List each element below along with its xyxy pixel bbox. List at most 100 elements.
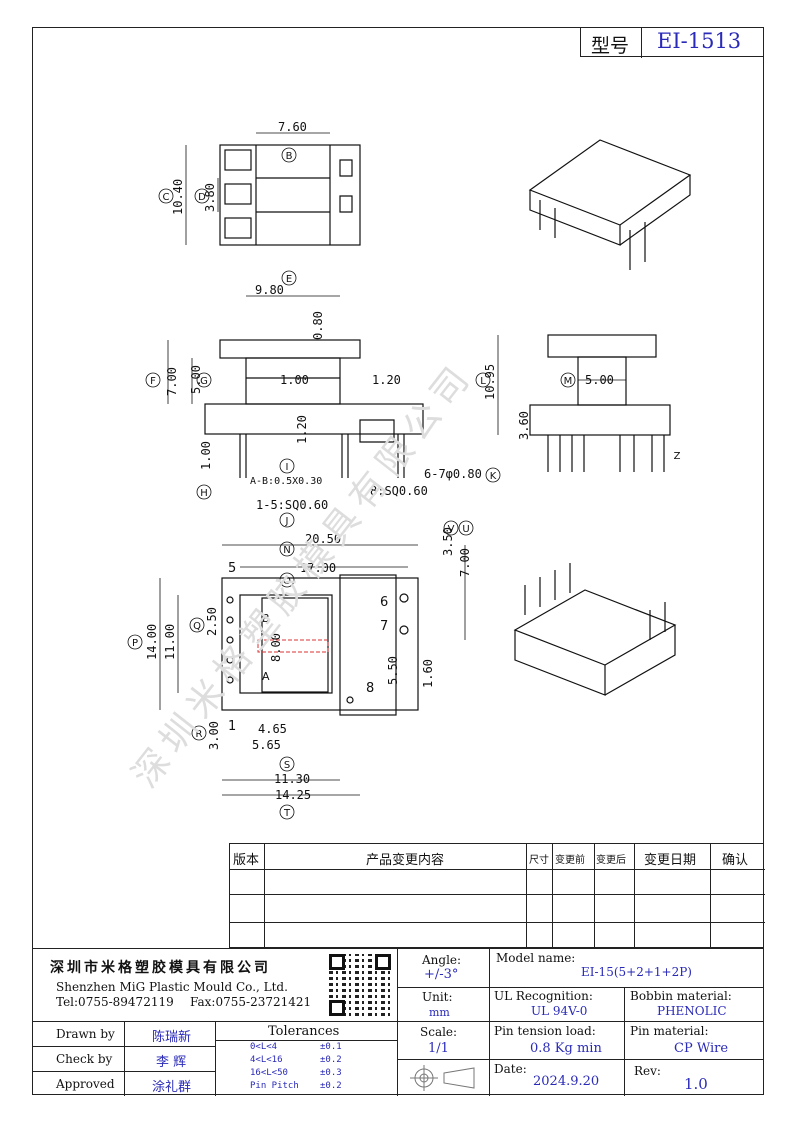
model-header-value: EI-1513 [657, 29, 742, 53]
pin-number-5: 5 [228, 561, 236, 576]
dim-mid-inner: 1.00 [280, 373, 309, 387]
svg-text:B: B [286, 151, 293, 162]
tol-value-1: ±0.2 [320, 1055, 342, 1065]
model-header: 型号 EI-1513 [580, 27, 764, 58]
rev-header-content: 产品变更内容 [366, 853, 445, 868]
rev-value: 1.0 [684, 1075, 708, 1093]
svg-text:O: O [283, 576, 291, 587]
svg-text:R: R [196, 729, 203, 740]
tension-value: 0.8 Kg min [530, 1041, 602, 1056]
dim-bot-p3: 3.00 [207, 721, 221, 750]
dim-bot-550: 5.50 [386, 656, 400, 685]
dim-mid-width: 9.80 [255, 283, 284, 297]
pin-material-label: Pin material: [630, 1024, 709, 1038]
company-tel: Tel:0755-89472119 [56, 995, 174, 1009]
model-name-value: EI-15(5+2+1+2P) [581, 965, 692, 979]
svg-text:L: L [480, 376, 486, 387]
dim-bot-1130: 11.30 [274, 772, 310, 786]
approved-label: Approved [56, 1077, 115, 1091]
projection-symbol-icon [410, 1065, 475, 1091]
dim-bot-1425: 14.25 [275, 788, 311, 802]
dim-top-height: 10.40 [171, 179, 185, 215]
technical-drawing: 7.60 10.40 3.80 9.80 0.80 1.00 1.20 7.00… [125, 120, 692, 820]
pin-number-8: 8 [366, 681, 374, 696]
dim-bot-w1: 20.50 [305, 532, 341, 546]
check-value: 李 辉 [156, 1055, 187, 1070]
model-name-label: Model name: [496, 951, 576, 965]
dim-mid-h2: 5.00 [189, 365, 203, 394]
dim-bot-565: 5.65 [252, 738, 281, 752]
drawing-frame [32, 27, 764, 1095]
dim-side-width: 5.00 [585, 373, 614, 387]
bobbin-label: Bobbin material: [630, 989, 732, 1003]
winding-window-marker [257, 639, 329, 653]
pin-number-6: 6 [380, 595, 388, 610]
pin-number-7: 7 [380, 619, 388, 634]
bottom-view [221, 574, 419, 716]
svg-text:P: P [132, 638, 138, 649]
svg-text:V: V [448, 524, 455, 535]
angle-label: Angle: [422, 953, 462, 967]
scale-value: 1/1 [428, 1041, 449, 1056]
dim-pins-6-7: 6-7φ0.80 [424, 467, 482, 481]
svg-text:Q: Q [193, 621, 201, 632]
date-value: 2024.9.20 [533, 1074, 600, 1089]
top-view [219, 144, 361, 246]
dim-bot-pitch: 2.50 [205, 607, 219, 636]
tol-range-3: Pin Pitch [250, 1081, 299, 1091]
rev-header-before: 变更前 [555, 855, 585, 866]
dim-bot-465: 4.65 [258, 722, 287, 736]
dim-pin-8: 8:SQ0.60 [370, 484, 428, 498]
dim-mid-gap: 0.80 [311, 311, 325, 340]
rev-header-date: 变更日期 [644, 853, 697, 868]
rev-header-after: 变更后 [596, 855, 626, 866]
slot-letter-b: B [262, 612, 270, 625]
ul-label: UL Recognition: [494, 989, 593, 1003]
rev-header-size: 尺寸 [529, 855, 549, 866]
angle-value: +/-3° [424, 967, 459, 982]
dim-bot-win: 8.00 [269, 633, 283, 662]
dim-bot-h1: 14.00 [145, 624, 159, 660]
scale-label: Scale: [420, 1025, 458, 1039]
svg-text:H: H [200, 488, 208, 499]
revision-table: 版本 产品变更内容 尺寸 变更前 变更后 变更日期 确认 [229, 843, 765, 949]
approved-value: 涂礼群 [152, 1080, 192, 1095]
company-cn: 深圳市米格塑胶模具有限公司 [50, 960, 271, 976]
dim-bot-350: 3.50 [441, 527, 455, 556]
dim-top-width: 7.60 [278, 120, 307, 134]
svg-text:T: T [283, 808, 291, 819]
svg-text:G: G [200, 376, 208, 387]
rev-header-version: 版本 [233, 853, 260, 868]
svg-text:Z: Z [674, 451, 681, 462]
svg-text:D: D [198, 192, 206, 203]
svg-text:I: I [286, 462, 289, 473]
tol-value-3: ±0.2 [320, 1081, 342, 1091]
isometric-view-bottom [513, 563, 677, 696]
drawn-value: 陈瑞新 [152, 1030, 192, 1045]
dim-mid-pin: 1.00 [199, 441, 213, 470]
svg-text:M: M [564, 376, 573, 387]
tol-value-2: ±0.3 [320, 1068, 342, 1078]
dim-side-h: 3.60 [517, 411, 531, 440]
dim-mid-h3: 1.20 [295, 415, 309, 444]
tol-range-0: 0<L<4 [250, 1042, 278, 1052]
side-view [529, 334, 671, 472]
pin-material-value: CP Wire [674, 1041, 729, 1056]
slot-letter-a: A [262, 670, 270, 683]
rev-header-confirm: 确认 [722, 853, 749, 868]
dim-mid-h1: 7.00 [165, 367, 179, 396]
check-label: Check by [56, 1052, 113, 1066]
bobbin-value: PHENOLIC [657, 1004, 727, 1018]
unit-label: Unit: [422, 990, 453, 1004]
dim-ab-note: A-B:0.5X0.30 [250, 476, 322, 487]
svg-text:K: K [490, 471, 497, 482]
dim-bot-w2: 17.00 [300, 561, 336, 575]
company-en: Shenzhen MiG Plastic Mould Co., Ltd. [56, 980, 288, 994]
svg-text:S: S [284, 760, 290, 771]
tension-label: Pin tension load: [494, 1024, 596, 1038]
model-header-label: 型号 [591, 35, 630, 57]
dim-bot-h2: 11.00 [163, 624, 177, 660]
tol-range-2: 16<L<50 [250, 1068, 288, 1078]
date-label: Date: [494, 1062, 527, 1076]
